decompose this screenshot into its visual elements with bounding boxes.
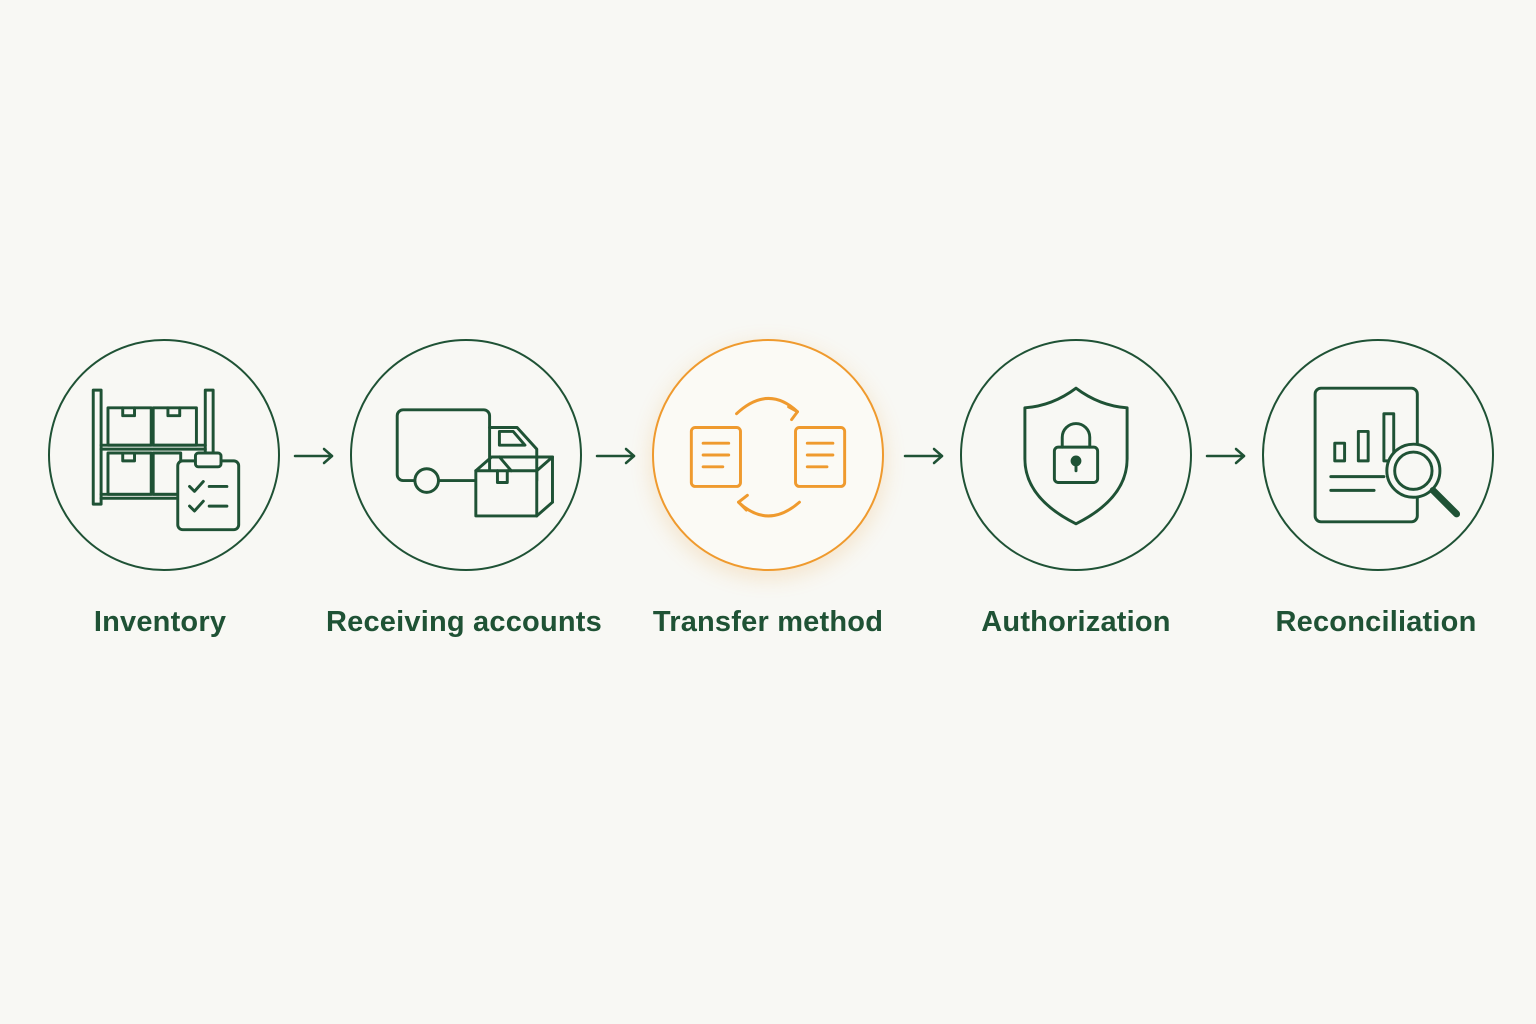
arrow-right-icon bbox=[903, 447, 944, 465]
warehouse-shelf-checklist-icon bbox=[91, 388, 241, 532]
step-receiving-accounts[interactable] bbox=[350, 339, 582, 571]
report-magnifier-icon bbox=[1313, 386, 1461, 524]
step-reconciliation[interactable] bbox=[1262, 339, 1494, 571]
step-label-receiving-accounts: Receiving accounts bbox=[326, 606, 602, 638]
arrow-right-icon bbox=[595, 447, 636, 465]
arrow-right-icon bbox=[1205, 447, 1246, 465]
document-exchange-icon bbox=[689, 397, 847, 518]
arrow-right-icon bbox=[293, 447, 334, 465]
step-authorization[interactable] bbox=[960, 339, 1192, 571]
step-transfer-method[interactable] bbox=[652, 339, 884, 571]
step-label-transfer-method: Transfer method bbox=[652, 606, 884, 638]
step-label-inventory: Inventory bbox=[93, 606, 227, 638]
step-label-authorization: Authorization bbox=[981, 606, 1171, 638]
step-label-reconciliation: Reconciliation bbox=[1275, 606, 1477, 638]
shield-lock-icon bbox=[1023, 386, 1129, 526]
truck-box-icon bbox=[395, 408, 554, 518]
step-inventory[interactable] bbox=[48, 339, 280, 571]
